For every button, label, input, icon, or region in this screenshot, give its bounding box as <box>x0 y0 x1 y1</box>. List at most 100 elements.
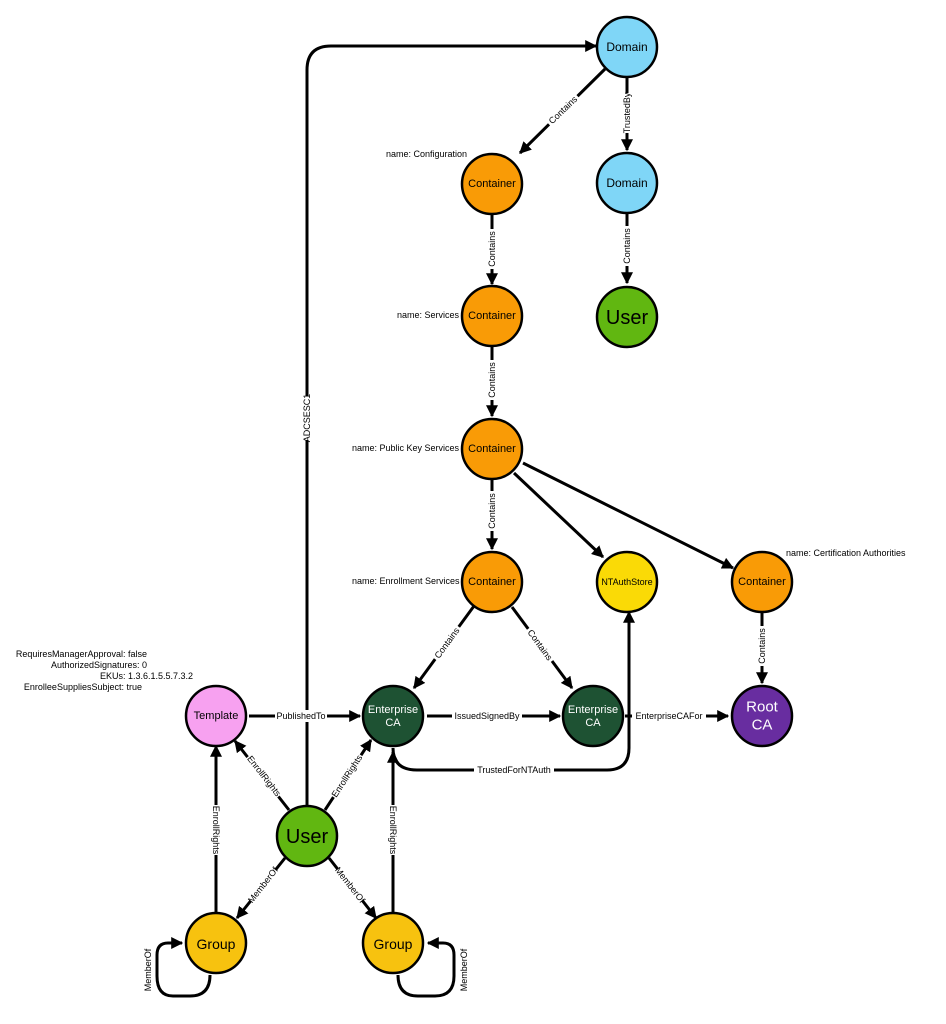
node-circle <box>460 284 524 348</box>
edge-pks-ntauthstore[interactable] <box>512 471 605 559</box>
node-label: Domain <box>606 40 647 54</box>
node-domain-trusted[interactable]: Domain <box>595 151 659 215</box>
edge-label: ADCSESC1 <box>302 394 312 443</box>
node-circle <box>730 550 794 614</box>
node-label: Domain <box>606 176 647 190</box>
node-enterprise-ca-1[interactable]: Enterprise CA <box>361 684 425 748</box>
node-label: Group <box>197 936 236 952</box>
edge-publishedto[interactable]: PublishedTo <box>249 710 362 722</box>
node-label: Container <box>468 310 516 322</box>
edge-contains-pks-enroll[interactable]: Contains <box>486 480 498 551</box>
edge-pks-certauth[interactable] <box>522 461 735 570</box>
edge-label: EnterpriseCAFor <box>635 711 702 721</box>
edge-label: Contains <box>757 628 767 664</box>
node-name-property: name: Certification Authorities <box>786 548 906 558</box>
node-circle <box>561 684 625 748</box>
edge-memberof-groupleft-self[interactable]: MemberOf <box>142 937 212 998</box>
node-root-ca[interactable]: Root CA <box>730 684 794 748</box>
edge-label: TrustedForNTAuth <box>477 765 551 775</box>
node-group-right[interactable]: Group <box>361 911 425 975</box>
edge-enroll-group-template[interactable]: EnrollRights <box>210 744 222 912</box>
node-container-certauth[interactable]: Container name: Certification Authoritie… <box>730 548 906 614</box>
node-label: Container <box>468 443 516 455</box>
edge-label: MemberOf <box>143 948 153 991</box>
edge-label: EnrollRights <box>211 806 221 855</box>
edge-label: EnrollRights <box>245 754 283 799</box>
node-circle <box>460 550 524 614</box>
template-prop: EnrolleeSuppliesSubject: true <box>24 682 142 692</box>
node-label: User <box>286 826 329 848</box>
node-label: User <box>606 307 649 329</box>
node-name-property: name: Configuration <box>386 149 467 159</box>
edge-memberof-user-groupleft[interactable]: MemberOf <box>235 857 287 919</box>
edge-label: MemberOf <box>459 948 469 991</box>
edge-adcsesc1[interactable]: ADCSESC1 <box>301 40 598 805</box>
node-label-line2: CA <box>752 717 773 734</box>
edge-contains-domain-config[interactable]: Contains <box>518 67 607 155</box>
edge-memberof-user-groupright[interactable]: MemberOf <box>327 857 378 919</box>
node-label: Container <box>468 178 516 190</box>
node-ntauthstore[interactable]: NTAuthStore <box>595 550 659 614</box>
edge-contains-certauth-root[interactable]: Contains <box>756 613 768 685</box>
node-circle <box>275 804 339 868</box>
edge-label: MemberOf <box>333 865 367 905</box>
node-enterprise-ca-2[interactable]: Enterprise CA <box>561 684 625 748</box>
node-group-left[interactable]: Group <box>184 911 248 975</box>
edge-trustedby[interactable]: TrustedBy <box>621 78 633 152</box>
node-circle <box>361 684 425 748</box>
node-label: Group <box>374 936 413 952</box>
edge-enroll-user-template[interactable]: EnrollRights <box>233 740 291 811</box>
edge-label: Contains <box>487 493 497 529</box>
node-circle <box>361 911 425 975</box>
node-container-configuration[interactable]: Container name: Configuration <box>386 149 524 216</box>
node-container-pks[interactable]: Container name: Public Key Services <box>352 417 524 481</box>
node-circle <box>184 684 248 748</box>
edge-label: MemberOf <box>246 865 280 905</box>
node-container-enrollment[interactable]: Container name: Enrollment Services <box>352 550 524 614</box>
node-circle <box>595 151 659 215</box>
edge-label: TrustedBy <box>622 92 632 133</box>
edge-label: Contains <box>526 628 555 663</box>
edge-label: EnrollRights <box>330 753 365 800</box>
edge-contains-domain-user[interactable]: Contains <box>621 212 633 285</box>
edges-layer: ADCSESC1 Contains TrustedBy Contains <box>142 40 768 998</box>
node-label: Template <box>194 710 239 722</box>
edge-label: Contains <box>487 362 497 398</box>
template-properties: RequiresManagerApproval: false Authorize… <box>16 649 193 692</box>
edge-label: Contains <box>433 625 462 660</box>
node-container-services[interactable]: Container name: Services <box>397 284 524 348</box>
node-template[interactable]: Template <box>184 684 248 748</box>
node-user-main[interactable]: User <box>275 804 339 868</box>
edge-issuedsignedby[interactable]: IssuedSignedBy <box>427 710 562 722</box>
edge-memberof-groupright-self[interactable]: MemberOf <box>396 937 470 998</box>
node-user-domain[interactable]: User <box>595 285 659 349</box>
node-circle <box>184 911 248 975</box>
nodes-layer: Domain Container name: Configuration Dom… <box>16 15 906 975</box>
edge-label: IssuedSignedBy <box>454 711 520 721</box>
node-circle <box>595 15 659 79</box>
node-name-property: name: Public Key Services <box>352 443 460 453</box>
edge-enterprisecafor[interactable]: EnterpriseCAFor <box>625 710 730 722</box>
edge-contains-config-services[interactable]: Contains <box>486 214 498 286</box>
node-circle <box>460 417 524 481</box>
node-label-line1: Enterprise <box>568 704 618 716</box>
node-label-line2: CA <box>385 717 401 729</box>
template-prop: EKUs: 1.3.6.1.5.5.7.3.2 <box>100 671 193 681</box>
edge-contains-enroll-ca2[interactable]: Contains <box>510 606 574 689</box>
edge-label: PublishedTo <box>276 711 325 721</box>
edge-contains-enroll-ca1[interactable]: Contains <box>412 605 476 689</box>
node-domain-top[interactable]: Domain <box>595 15 659 79</box>
edge-contains-services-pks[interactable]: Contains <box>486 346 498 418</box>
node-label-line1: Root <box>746 699 779 716</box>
node-label: NTAuthStore <box>601 577 652 587</box>
edge-enroll-user-ca[interactable]: EnrollRights <box>323 738 373 811</box>
node-circle <box>460 152 524 216</box>
node-name-property: name: Enrollment Services <box>352 576 460 586</box>
template-prop: AuthorizedSignatures: 0 <box>51 660 147 670</box>
template-prop: RequiresManagerApproval: false <box>16 649 147 659</box>
node-label-line1: Enterprise <box>368 704 418 716</box>
node-label: Container <box>468 576 516 588</box>
edge-enroll-group-ca[interactable]: EnrollRights <box>387 750 399 912</box>
node-label: Container <box>738 576 786 588</box>
